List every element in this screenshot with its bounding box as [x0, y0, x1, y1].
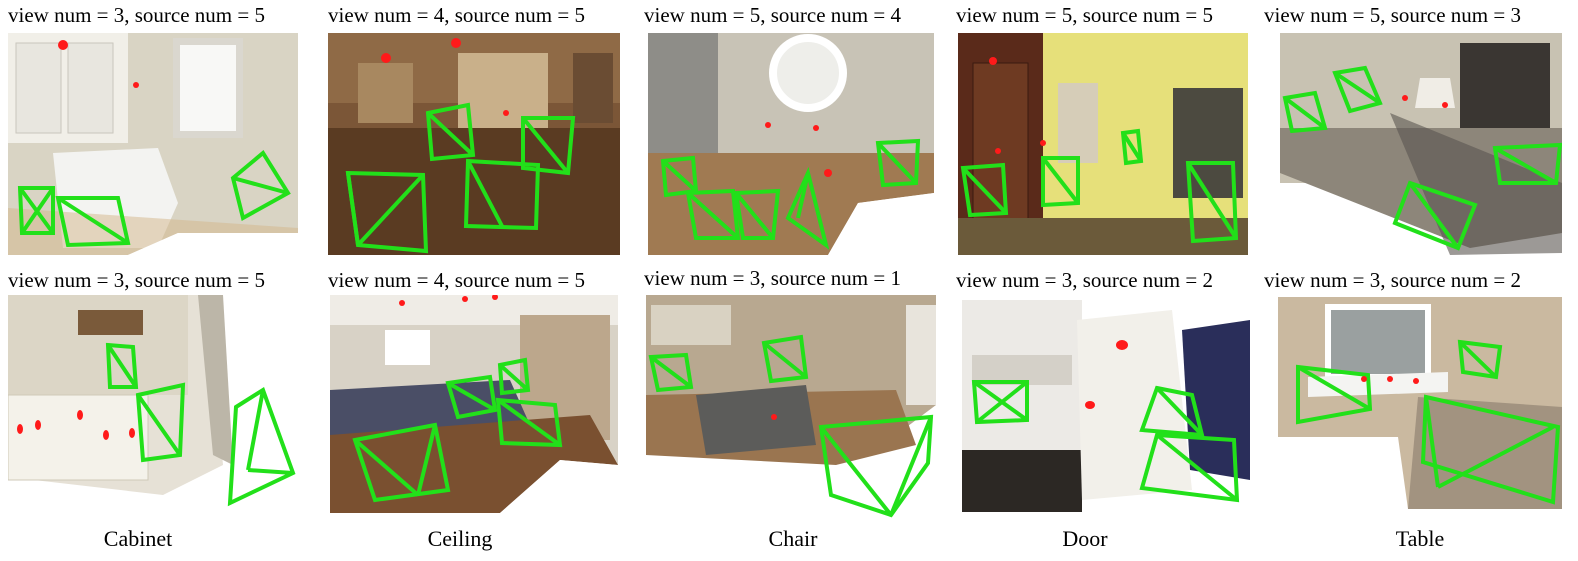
category-label-ceiling: Ceiling	[427, 526, 493, 551]
caption-chair-top: view num = 5, source num = 4	[644, 3, 901, 27]
scene-image-chair-top	[648, 33, 934, 255]
category-label-chair: Chair	[768, 526, 818, 551]
scene-image-cabinet-top	[8, 33, 298, 255]
scene-image-cabinet-bottom	[8, 295, 308, 513]
scene-image-table-top	[1280, 33, 1562, 255]
scene-image-ceiling-bottom	[330, 295, 618, 513]
category-label-door: Door	[1062, 526, 1108, 551]
scene-image-chair-bottom	[646, 295, 936, 521]
scene-image-door-top	[958, 33, 1248, 255]
caption-door-bottom: view num = 3, source num = 2	[956, 268, 1213, 292]
caption-chair-bottom: view num = 3, source num = 1	[644, 266, 901, 290]
caption-ceiling-top: view num = 4, source num = 5	[328, 3, 585, 27]
category-label-cabinet: Cabinet	[103, 526, 173, 551]
scene-image-table-bottom	[1278, 297, 1562, 509]
caption-cabinet-bottom: view num = 3, source num = 5	[8, 268, 265, 292]
category-label-table: Table	[1395, 526, 1445, 551]
scene-image-door-bottom	[962, 300, 1250, 512]
caption-door-top: view num = 5, source num = 5	[956, 3, 1213, 27]
scene-image-ceiling-top	[328, 33, 620, 255]
caption-cabinet-top: view num = 3, source num = 5	[8, 3, 265, 27]
caption-table-top: view num = 5, source num = 3	[1264, 3, 1521, 27]
caption-ceiling-bottom: view num = 4, source num = 5	[328, 268, 585, 292]
caption-table-bottom: view num = 3, source num = 2	[1264, 268, 1521, 292]
